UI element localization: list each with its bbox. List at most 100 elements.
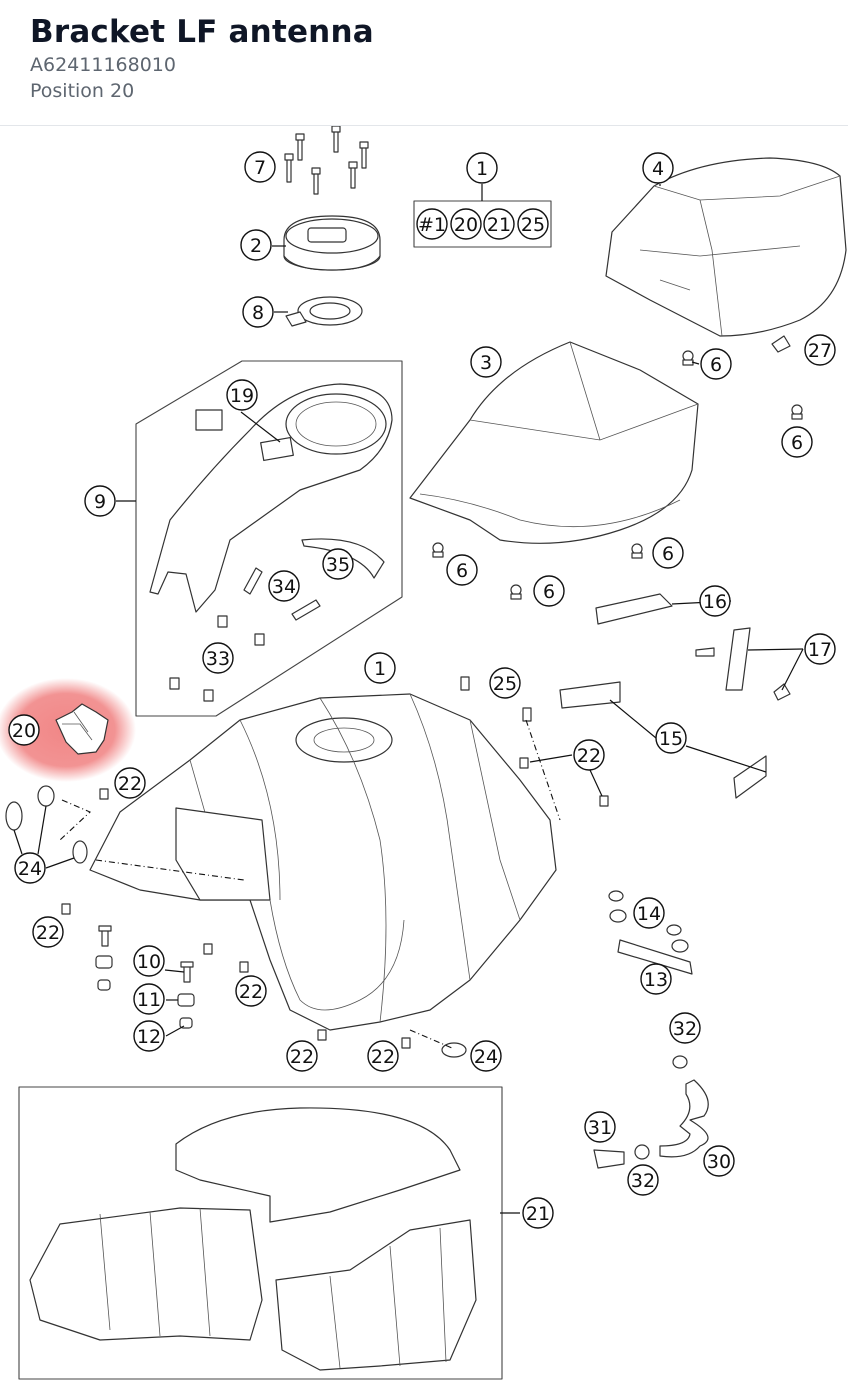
callout-c22e[interactable]: 22 (286, 1040, 318, 1072)
callout-c9[interactable]: 9 (84, 485, 116, 517)
bushing-part-11[interactable] (95, 955, 195, 1007)
callout-number: 22 (36, 922, 60, 944)
callout-c11[interactable]: 11 (133, 983, 165, 1015)
callout-number: 22 (371, 1046, 395, 1068)
callout-circle (268, 570, 300, 602)
callout-c34[interactable]: 34 (268, 570, 300, 602)
clips-part-22[interactable] (61, 757, 609, 1049)
tank-cover-group-frame (135, 360, 403, 717)
callout-c24a[interactable]: 24 (14, 852, 46, 884)
callout-number: 6 (662, 543, 674, 565)
callout-c17[interactable]: 17 (804, 633, 836, 665)
clip-part-34[interactable] (243, 567, 263, 595)
callout-c31[interactable]: 31 (584, 1111, 616, 1143)
callout-circle (640, 963, 672, 995)
passenger-seat-part-4[interactable] (605, 157, 847, 337)
callout-c14[interactable]: 14 (633, 897, 665, 929)
callout-c2[interactable]: 2 (240, 229, 272, 261)
callout-c35[interactable]: 35 (322, 548, 354, 580)
seal-ring-part-8[interactable] (285, 296, 363, 327)
callout-circle (133, 1020, 165, 1052)
callout-c32b[interactable]: 32 (627, 1164, 659, 1196)
callout-number: 3 (480, 352, 492, 374)
valve-part-31[interactable] (593, 1149, 625, 1169)
kit-item-1[interactable]: 20 (450, 208, 482, 240)
rider-seat-part-3[interactable] (409, 341, 699, 544)
callout-number: 27 (808, 340, 832, 362)
callout-c6d[interactable]: 6 (533, 575, 565, 607)
callout-c4[interactable]: 4 (642, 152, 674, 184)
insulation-part-21c[interactable] (275, 1219, 477, 1371)
callout-number: 12 (137, 1026, 161, 1048)
callout-c12[interactable]: 12 (133, 1020, 165, 1052)
screws-part-6[interactable] (432, 350, 803, 600)
callout-c22d[interactable]: 22 (235, 975, 267, 1007)
screw-part-10[interactable] (98, 925, 194, 983)
bolts-part-7[interactable] (284, 126, 369, 195)
callout-c6c[interactable]: 6 (446, 554, 478, 586)
callout-c7[interactable]: 7 (244, 151, 276, 183)
kit-item-2[interactable]: 21 (483, 208, 515, 240)
bracket-part-13[interactable] (617, 939, 693, 975)
callout-c22a[interactable]: 22 (114, 767, 146, 799)
insulation-part-21b[interactable] (29, 1207, 263, 1341)
kit-item-3[interactable]: 25 (517, 208, 549, 240)
nut-part-12[interactable] (97, 979, 193, 1029)
clips-part-33[interactable] (169, 615, 265, 702)
callout-c21[interactable]: 21 (522, 1197, 554, 1229)
fuel-cap-part-2[interactable] (283, 215, 381, 271)
hose-part-30[interactable] (659, 1079, 709, 1158)
callout-c3[interactable]: 3 (470, 346, 502, 378)
callout-c6a[interactable]: 6 (700, 348, 732, 380)
callout-c16[interactable]: 16 (699, 585, 731, 617)
callout-c6e[interactable]: 6 (652, 537, 684, 569)
clip-part-27[interactable] (771, 335, 791, 353)
grommets-part-14[interactable] (608, 890, 689, 953)
insulation-part-21a[interactable] (175, 1107, 461, 1223)
callout-c24b[interactable]: 24 (470, 1040, 502, 1072)
pad-part-17[interactable] (725, 627, 751, 691)
sticker-part-19[interactable] (195, 409, 223, 431)
callout-c10[interactable]: 10 (133, 945, 165, 977)
position-label: Position 20 (30, 80, 135, 102)
callout-c19[interactable]: 19 (226, 379, 258, 411)
callout-c22c[interactable]: 22 (32, 916, 64, 948)
callout-c30[interactable]: 30 (703, 1145, 735, 1177)
callout-number: 6 (710, 354, 722, 376)
kit-label: 21 (487, 214, 511, 236)
callout-c22f[interactable]: 22 (367, 1040, 399, 1072)
callout-c32a[interactable]: 32 (669, 1012, 701, 1044)
clamp-part-32[interactable] (672, 1055, 688, 1069)
callout-c1a[interactable]: 1 (466, 152, 498, 184)
callout-c20[interactable]: 20 (8, 714, 40, 746)
callout-c22b[interactable]: 22 (573, 739, 605, 771)
callout-c27[interactable]: 27 (804, 334, 836, 366)
callout-c1b[interactable]: 1 (364, 652, 396, 684)
callout-c13[interactable]: 13 (640, 963, 672, 995)
callout-circle (804, 633, 836, 665)
callout-circle (133, 945, 165, 977)
callout-number: 2 (250, 235, 262, 257)
callout-circle (14, 852, 46, 884)
callout-c15[interactable]: 15 (655, 722, 687, 754)
screw-part-25[interactable] (460, 676, 470, 691)
callout-circle (703, 1145, 735, 1177)
trim-strip-part-35[interactable] (301, 538, 385, 579)
callout-c25[interactable]: 25 (489, 667, 521, 699)
callout-c8[interactable]: 8 (242, 296, 274, 328)
callout-circle (470, 1040, 502, 1072)
pad-part-16[interactable] (595, 593, 673, 625)
bracket-lf-antenna-part-20[interactable] (55, 703, 109, 755)
callout-number: 21 (526, 1203, 550, 1225)
callout-circle (32, 916, 64, 948)
callout-c6b[interactable]: 6 (781, 426, 813, 458)
kit-item-0[interactable]: #1 (416, 208, 448, 240)
callout-c33[interactable]: 33 (202, 642, 234, 674)
callout-circle (573, 739, 605, 771)
callout-circle (235, 975, 267, 1007)
callout-number: 22 (290, 1046, 314, 1068)
callout-number: 24 (474, 1046, 498, 1068)
pad-part-15[interactable] (559, 681, 621, 709)
